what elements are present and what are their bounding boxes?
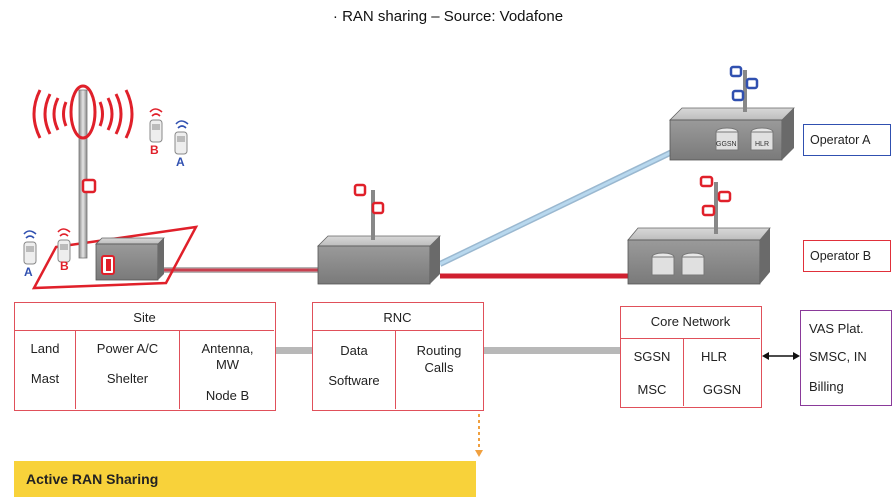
site-shelter: Shelter — [106, 371, 149, 386]
rnc-software: Software — [328, 373, 380, 388]
site-platform — [31, 225, 199, 290]
site-shelter-box — [95, 237, 165, 281]
site-rnc-connector — [276, 347, 312, 354]
divider — [683, 338, 684, 406]
vas-line-1: VAS Plat. — [809, 321, 864, 336]
phone-icon — [149, 108, 189, 155]
phone-label-a: A — [24, 265, 33, 279]
site-mw: MW — [215, 357, 240, 372]
core-hlr: HLR — [700, 349, 727, 364]
active-ran-sharing-banner: Active RAN Sharing — [14, 461, 476, 497]
divider — [179, 330, 180, 409]
divider — [313, 330, 482, 331]
site-nodeb: Node B — [205, 388, 250, 403]
server-label-ggsn: GGSN — [716, 141, 737, 148]
page-title: · RAN sharing – Source: Vodafone — [332, 8, 564, 25]
core-network-table: Core Network SGSN HLR MSC GGSN — [620, 306, 762, 408]
radio-waves-icon — [32, 84, 134, 140]
phone-icon — [23, 228, 71, 265]
divider — [395, 330, 396, 409]
operator-a-core-box — [669, 65, 795, 161]
rnc-routing: Routing — [416, 343, 462, 358]
dotted-down-arrow — [475, 414, 483, 457]
site-power: Power A/C — [96, 341, 159, 356]
rnc-calls: Calls — [424, 360, 454, 375]
site-mast: Mast — [30, 371, 60, 386]
rnc-box — [317, 183, 441, 285]
bidirectional-arrow-icon — [762, 352, 800, 360]
divider — [75, 330, 76, 409]
site-antenna: Antenna, — [201, 341, 254, 356]
rnc-core-connector — [484, 347, 620, 354]
core-ggsn: GGSN — [702, 382, 742, 397]
server-label-hlr: HLR — [755, 141, 769, 148]
vas-line-3: Billing — [809, 379, 844, 394]
operator-b-label: Operator B — [803, 240, 891, 272]
phone-label-b: B — [60, 259, 69, 273]
rnc-header: RNC — [383, 310, 412, 325]
phone-label-a: A — [176, 155, 185, 169]
vas-line-2: SMSC, IN — [809, 349, 867, 364]
site-land: Land — [30, 341, 60, 356]
site-table: Site Land Mast Power A/C Shelter Antenna… — [14, 302, 276, 411]
core-msc: MSC — [637, 382, 667, 397]
rnc-data: Data — [340, 343, 368, 358]
antenna-mast — [78, 89, 97, 259]
rnc-table: RNC Data Software Routing Calls — [312, 302, 484, 411]
divider — [15, 330, 274, 331]
site-header: Site — [133, 310, 156, 325]
phone-label-b: B — [150, 143, 159, 157]
divider — [621, 338, 760, 339]
vas-platform-box: VAS Plat. SMSC, IN Billing — [800, 310, 892, 406]
core-header: Core Network — [650, 314, 731, 329]
operator-a-label: Operator A — [803, 124, 891, 156]
rnc-operator-a-link — [438, 149, 674, 267]
core-sgsn: SGSN — [633, 349, 671, 364]
operator-b-core-box — [627, 175, 771, 285]
